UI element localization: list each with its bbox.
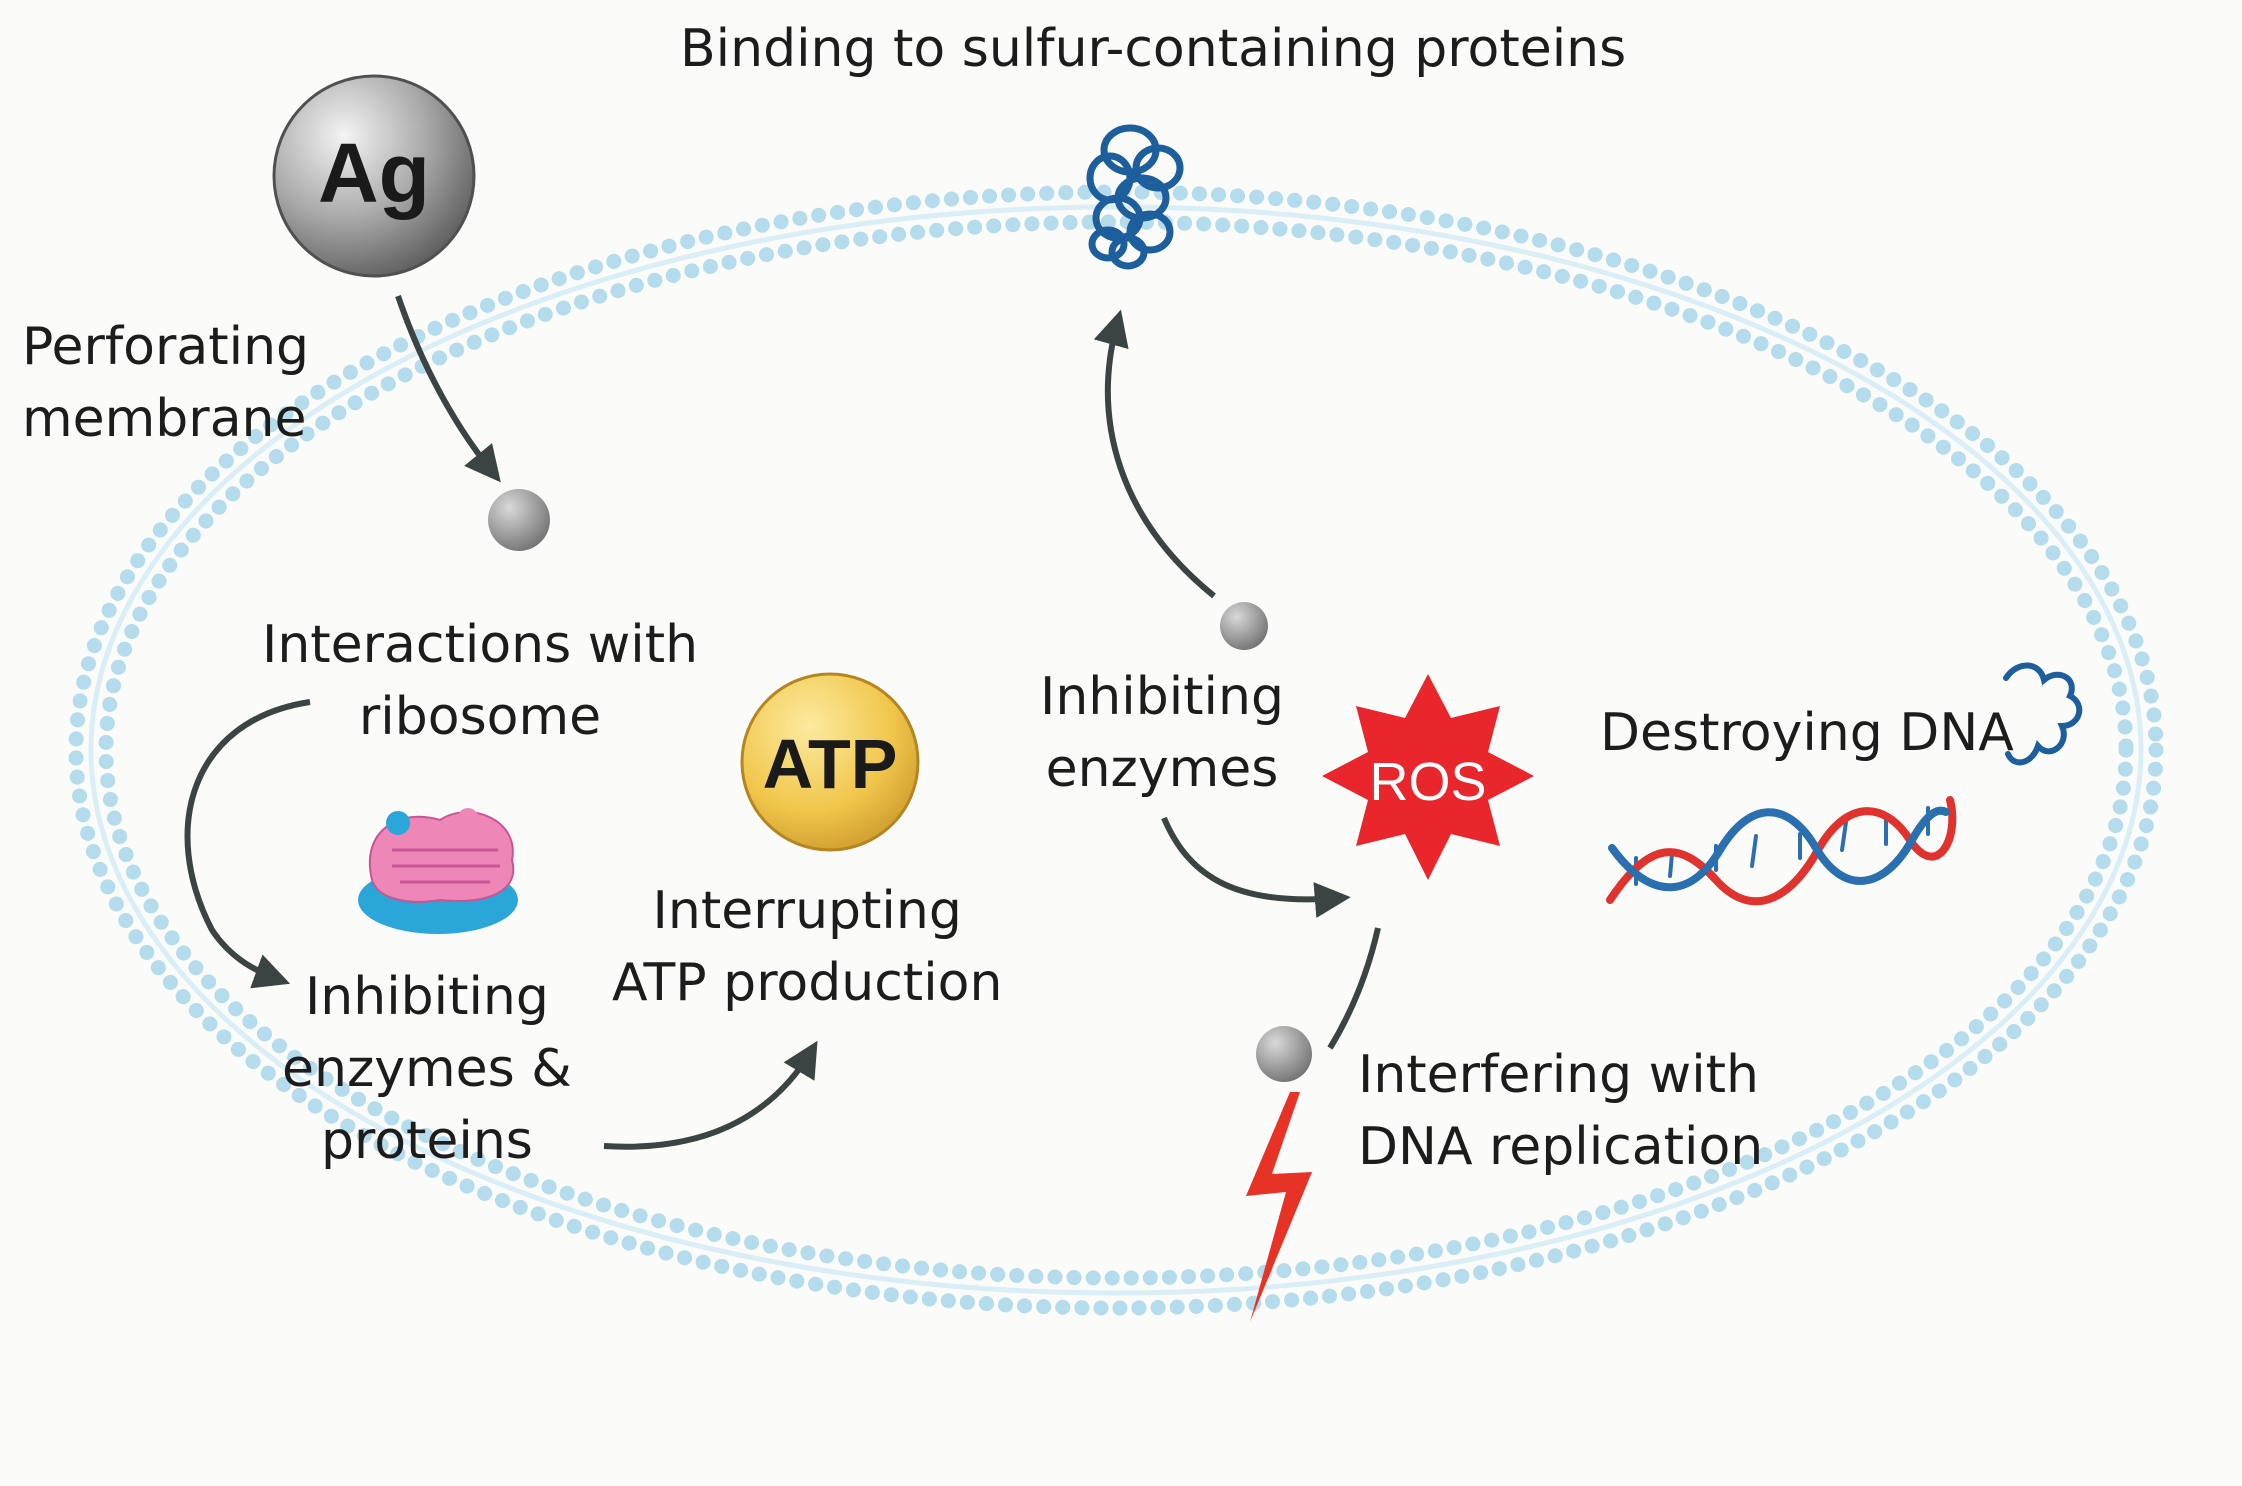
arrow-inhibiting-to-atp — [603, 1040, 818, 1150]
dna-helix-icon — [1606, 796, 1957, 906]
label-perforating: Perforating membrane — [22, 317, 310, 449]
label-interrupting-atp: Interrupting ATP production — [612, 881, 1003, 1013]
label-binding: Binding to sulfur-containing proteins — [680, 19, 1627, 79]
arrow-to-binding — [1093, 309, 1216, 599]
silver-ion-small-icon — [1220, 602, 1268, 650]
arrow-ribosome-to-inhibiting — [184, 699, 311, 989]
label-inhibiting-enzymes: Inhibiting enzymes — [1040, 667, 1284, 799]
label-interfering-dna: Interfering with DNA replication — [1358, 1045, 1764, 1177]
atp-label: ATP — [763, 725, 898, 803]
dna-strand-icon — [2003, 662, 2083, 766]
arrow-enzymes-to-ros — [1161, 816, 1351, 918]
silver-ion-small-icon — [1256, 1026, 1312, 1082]
ros-burst-icon: ROS — [1322, 674, 1534, 880]
connector-ros-to-ion — [1327, 927, 1381, 1050]
label-ribosome-interactions: Interactions with ribosome — [262, 615, 699, 747]
lightning-icon — [1246, 1092, 1312, 1322]
silver-ion-icon: Ag — [272, 74, 476, 278]
arrow-perforating — [395, 295, 501, 483]
ribosome-icon — [358, 808, 518, 934]
silver-ion-small-icon — [488, 489, 550, 551]
atp-icon: ATP — [740, 672, 920, 852]
label-destroying-dna: Destroying DNA — [1600, 703, 2014, 763]
ag-label: Ag — [318, 126, 430, 220]
protein-icon — [1086, 124, 1184, 270]
ros-label: ROS — [1369, 752, 1486, 812]
label-inhibiting-enzymes-proteins: Inhibiting enzymes & proteins — [282, 967, 572, 1171]
